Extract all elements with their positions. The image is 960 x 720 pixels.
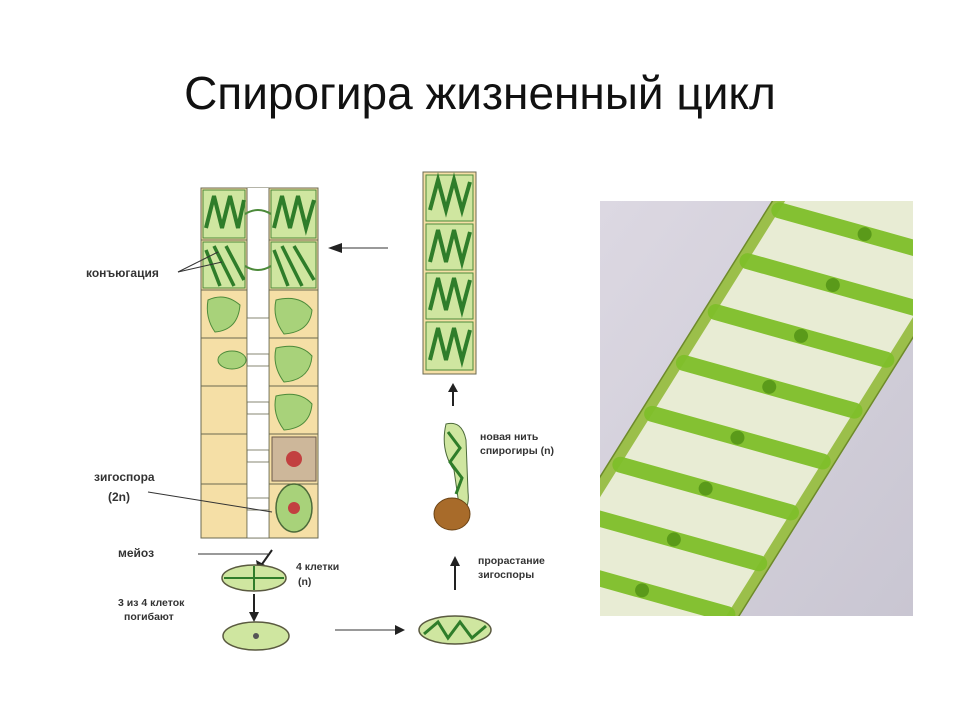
slide-title: Спирогира жизненный цикл <box>184 67 776 119</box>
conjugating-filaments <box>200 187 319 539</box>
arrows <box>249 243 460 635</box>
label-four-cells: 4 клетки <box>296 561 340 573</box>
label-zygospore-ploidy: (2n) <box>108 490 130 504</box>
label-meiosis: мейоз <box>118 546 155 560</box>
label-new-filament-1: новая нить <box>480 431 539 443</box>
label-four-cells-ploidy: (n) <box>298 576 312 588</box>
meiosis-cells <box>221 564 492 651</box>
label-germination-2: зигоспоры <box>478 569 535 581</box>
label-three-of-four-2: погибают <box>124 611 174 623</box>
label-conjugation: конъюгация <box>86 266 159 280</box>
annotation-lines <box>147 247 395 631</box>
label-germination-1: прорастание <box>478 555 545 567</box>
germinating-zygospore <box>433 422 471 531</box>
new-filament <box>422 171 477 375</box>
label-new-filament-2: спирогиры (n) <box>480 445 554 457</box>
label-zygospore: зигоспора <box>94 470 155 484</box>
label-three-of-four-1: 3 из 4 клеток <box>118 597 185 609</box>
spirogyra-photo <box>600 201 913 616</box>
